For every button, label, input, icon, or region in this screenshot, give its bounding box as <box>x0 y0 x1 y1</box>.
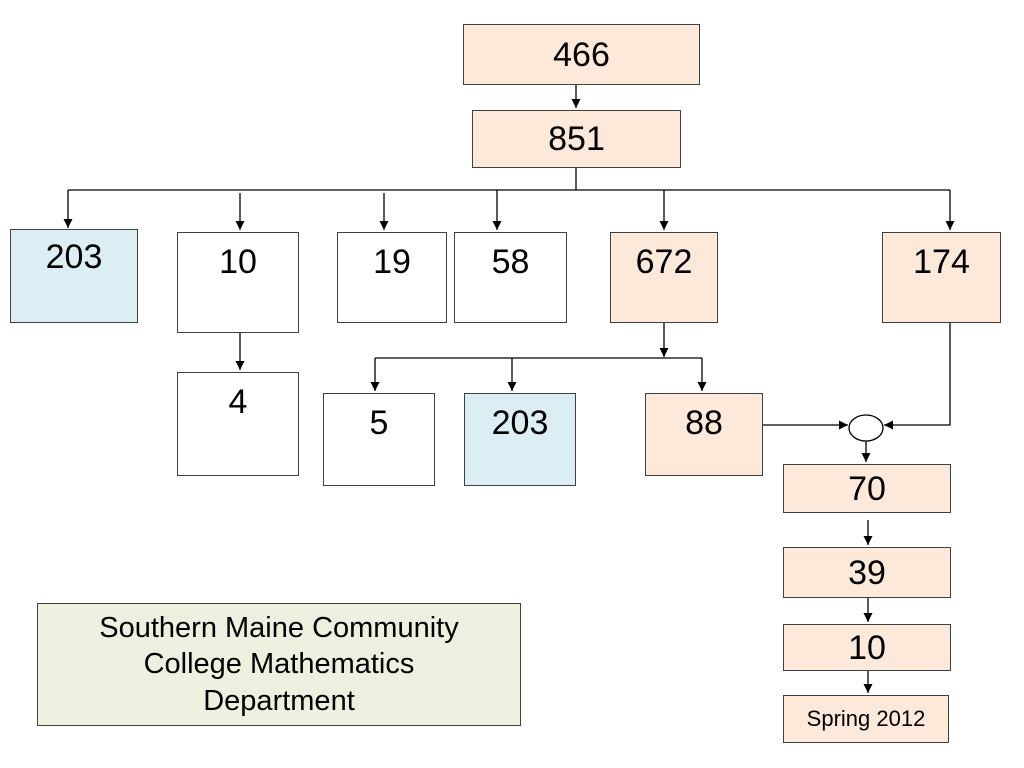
node-10-top: 10 <box>177 232 299 333</box>
node-88: 88 <box>645 393 763 476</box>
arrow-174-junction <box>884 323 951 430</box>
node-10-bottom: 10 <box>783 624 951 671</box>
node-5-label: 5 <box>369 404 389 442</box>
node-10-bottom-label: 10 <box>848 628 886 667</box>
department-note-text: Southern Maine Community College Mathema… <box>99 612 459 717</box>
node-19-label: 19 <box>373 243 411 281</box>
node-4: 4 <box>177 372 299 476</box>
node-174-label: 174 <box>913 243 970 281</box>
node-203-bottom-label: 203 <box>491 404 549 442</box>
node-203-top: 203 <box>10 229 138 323</box>
node-10-top-label: 10 <box>219 243 257 281</box>
node-19: 19 <box>337 232 447 323</box>
node-466: 466 <box>463 24 700 85</box>
node-70: 70 <box>783 464 951 513</box>
node-4-label: 4 <box>228 383 248 421</box>
node-203-bottom: 203 <box>464 393 576 486</box>
node-851: 851 <box>472 110 681 168</box>
spring-2012-label-box: Spring 2012 <box>783 695 949 743</box>
node-58: 58 <box>454 232 567 323</box>
node-851-label: 851 <box>548 120 605 158</box>
node-5: 5 <box>323 393 435 486</box>
node-39-label: 39 <box>848 553 886 592</box>
node-88-label: 88 <box>685 404 723 442</box>
node-70-label: 70 <box>848 469 886 508</box>
junction-circle <box>848 414 884 442</box>
spring-2012-label: Spring 2012 <box>806 706 926 731</box>
node-672-label: 672 <box>635 243 693 281</box>
node-203-top-label: 203 <box>45 238 103 276</box>
node-58-label: 58 <box>491 243 530 281</box>
node-466-label: 466 <box>553 35 610 74</box>
node-672: 672 <box>610 232 718 323</box>
node-174: 174 <box>882 232 1001 323</box>
node-39: 39 <box>783 547 951 598</box>
department-note: Southern Maine Community College Mathema… <box>37 603 521 726</box>
